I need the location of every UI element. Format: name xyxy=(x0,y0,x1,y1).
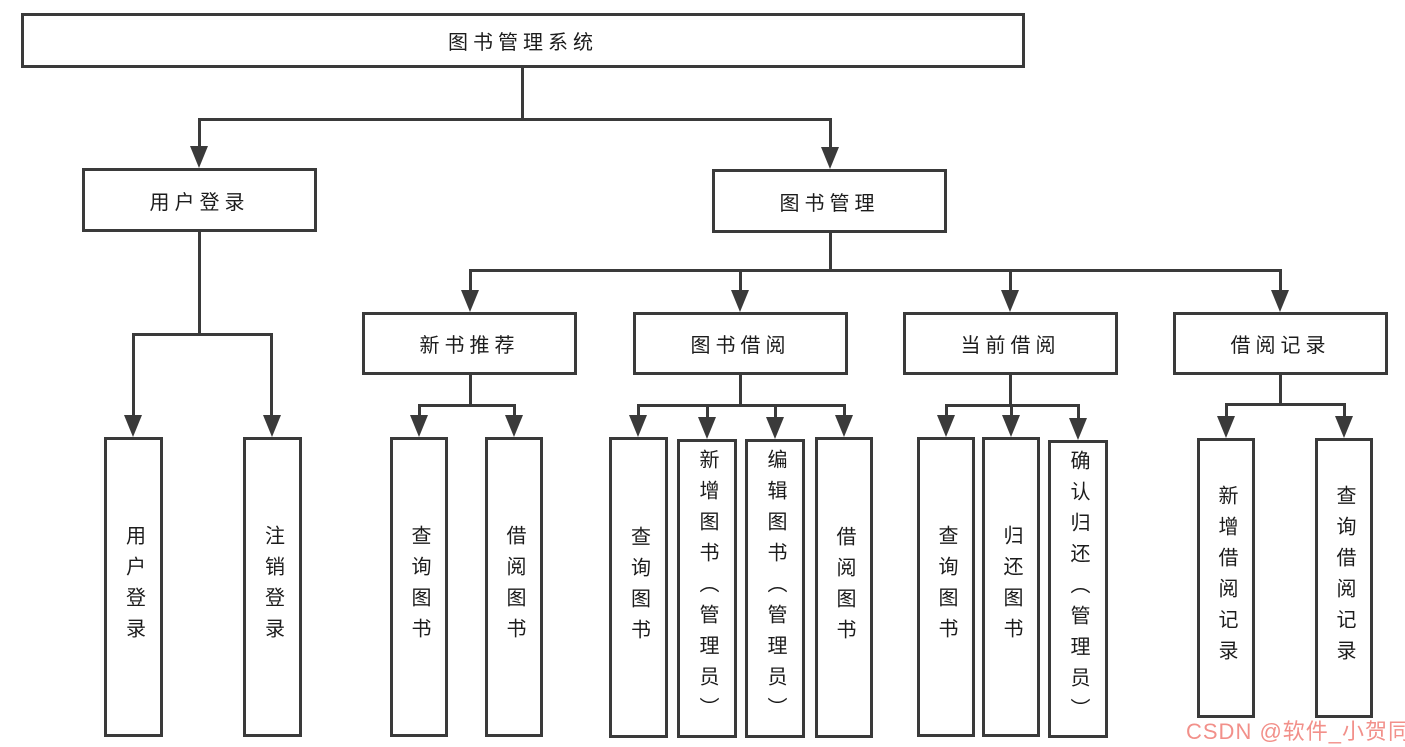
connector-line xyxy=(1009,375,1012,407)
connector-line xyxy=(469,269,472,292)
node-library-management-system: 图书管理系统 xyxy=(21,13,1025,68)
connector-line xyxy=(637,404,640,417)
node-label: 用户登录 xyxy=(149,191,250,214)
arrow-down-icon xyxy=(1002,415,1020,437)
connector-line xyxy=(418,404,421,417)
arrow-down-icon xyxy=(821,147,839,169)
arrow-down-icon xyxy=(190,146,208,168)
connector-line xyxy=(418,404,516,407)
leaf-borrow-books-recommend: 借阅图书 xyxy=(485,437,543,737)
connector-line xyxy=(1279,375,1282,406)
arrow-down-icon xyxy=(1217,416,1235,438)
node-label: 当前借阅 xyxy=(960,335,1061,357)
arrow-down-icon xyxy=(835,415,853,437)
node-book-borrowing: 图书借阅 xyxy=(633,312,848,375)
leaf-logout: 注销登录 xyxy=(243,437,302,737)
node-current-borrowing: 当前借阅 xyxy=(903,312,1118,375)
node-label: 查询图书 xyxy=(935,525,957,649)
connector-line xyxy=(739,269,742,292)
node-label: 图书管理 xyxy=(779,192,880,215)
node-label: 查询借阅记录 xyxy=(1333,485,1355,671)
node-user-login: 用户登录 xyxy=(82,168,317,232)
node-label: 查询图书 xyxy=(408,525,430,649)
arrow-down-icon xyxy=(263,415,281,437)
connector-line xyxy=(706,404,709,419)
node-label: 用户登录 xyxy=(122,525,145,649)
connector-line xyxy=(843,404,846,417)
node-label: 注销登录 xyxy=(261,525,284,649)
arrow-down-icon xyxy=(937,415,955,437)
arrow-down-icon xyxy=(766,417,784,439)
node-label: 查询图书 xyxy=(627,525,650,650)
node-label: 确认归还（管理员） xyxy=(1067,449,1089,729)
connector-line xyxy=(739,375,742,407)
arrow-down-icon xyxy=(1069,418,1087,440)
leaf-borrow-books: 借阅图书 xyxy=(815,437,873,738)
node-new-book-recommendation: 新书推荐 xyxy=(362,312,577,375)
connector-line xyxy=(829,118,832,148)
arrow-down-icon xyxy=(1335,416,1353,438)
leaf-confirm-return-admin: 确认归还（管理员） xyxy=(1048,440,1108,738)
connector-line xyxy=(198,118,201,148)
connector-line xyxy=(1279,269,1282,292)
connector-line xyxy=(637,404,846,407)
connector-line xyxy=(1225,403,1346,406)
leaf-add-borrow-record: 新增借阅记录 xyxy=(1197,438,1255,718)
node-label: 借阅图书 xyxy=(503,525,525,649)
connector-line xyxy=(198,232,201,336)
leaf-user-login: 用户登录 xyxy=(104,437,163,737)
node-label: 新增借阅记录 xyxy=(1215,485,1237,671)
leaf-query-borrow-record: 查询借阅记录 xyxy=(1315,438,1373,718)
connector-line xyxy=(1343,403,1346,417)
arrow-down-icon xyxy=(1271,290,1289,312)
arrow-down-icon xyxy=(731,290,749,312)
connector-line xyxy=(945,404,948,417)
leaf-query-books-current: 查询图书 xyxy=(917,437,975,737)
node-borrowing-records: 借阅记录 xyxy=(1173,312,1388,375)
connector-line xyxy=(829,233,832,272)
arrow-down-icon xyxy=(461,290,479,312)
node-label: 借阅图书 xyxy=(833,525,855,650)
connector-line xyxy=(774,404,777,419)
arrow-down-icon xyxy=(124,415,142,437)
leaf-return-books: 归还图书 xyxy=(982,437,1040,737)
leaf-edit-books-admin: 编辑图书（管理员） xyxy=(745,439,805,738)
connector-line xyxy=(521,68,524,121)
connector-line xyxy=(469,269,1282,272)
csdn-watermark: CSDN @软件_小贺同学 xyxy=(1186,719,1405,744)
connector-line xyxy=(1077,404,1080,420)
connector-line xyxy=(469,375,472,407)
connector-line xyxy=(1225,403,1228,417)
leaf-add-books-admin: 新增图书（管理员） xyxy=(677,439,737,738)
node-label: 新书推荐 xyxy=(419,335,520,357)
node-label: 新增图书（管理员） xyxy=(696,449,718,728)
node-label: 归还图书 xyxy=(1000,525,1022,649)
node-book-management: 图书管理 xyxy=(712,169,947,233)
arrow-down-icon xyxy=(410,415,428,437)
connector-line xyxy=(270,333,273,417)
connector-line xyxy=(1009,269,1012,292)
connector-line xyxy=(132,333,273,336)
node-label: 编辑图书（管理员） xyxy=(764,449,786,728)
leaf-query-books-recommend: 查询图书 xyxy=(390,437,448,737)
connector-line xyxy=(198,118,831,121)
connector-line xyxy=(132,333,135,417)
node-label: 图书管理系统 xyxy=(448,32,598,54)
node-label: 图书借阅 xyxy=(690,335,791,357)
arrow-down-icon xyxy=(1001,290,1019,312)
arrow-down-icon xyxy=(629,415,647,437)
connector-line xyxy=(513,404,516,417)
node-label: 借阅记录 xyxy=(1230,335,1331,357)
arrow-down-icon xyxy=(505,415,523,437)
connector-line xyxy=(1010,404,1013,417)
arrow-down-icon xyxy=(698,417,716,439)
leaf-query-books-borrowing: 查询图书 xyxy=(609,437,668,738)
